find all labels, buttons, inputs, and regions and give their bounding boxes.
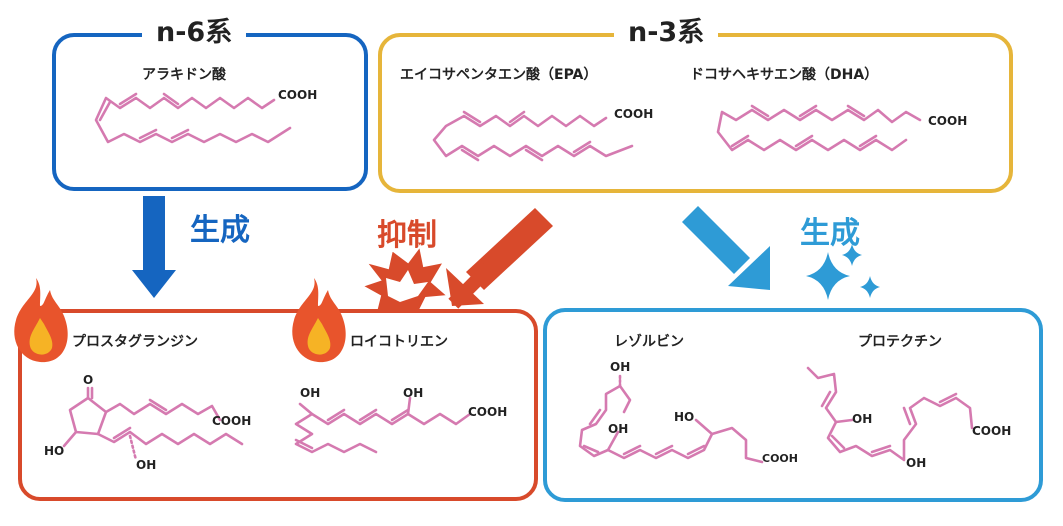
protectin-label: プロテクチン xyxy=(858,334,942,350)
prostaglandin-label: プロスタグランジン xyxy=(72,334,198,350)
prostaglandin-ho: HO xyxy=(44,444,65,458)
resolvin-oh-left: OH xyxy=(608,422,629,436)
n6-produce-label: 生成 xyxy=(190,213,250,248)
resolvin-oh-top: OH xyxy=(610,360,631,374)
prostaglandin-cooh: COOH xyxy=(212,414,252,428)
resolvin-cooh: COOH xyxy=(762,452,798,465)
arachidonic-acid-cooh: COOH xyxy=(278,88,318,102)
dha-cooh: COOH xyxy=(928,114,968,128)
resolvin-label: レゾルビン xyxy=(614,334,684,350)
protectin-oh-1: OH xyxy=(852,412,873,426)
suppress-label: 抑制 xyxy=(377,218,437,253)
leukotriene-label: ロイコトリエン xyxy=(350,334,448,350)
n3-group-title: n-3系 xyxy=(614,16,719,50)
arachidonic-acid-label: アラキドン酸 xyxy=(142,67,226,83)
n6-group-title: n-6系 xyxy=(142,16,247,50)
dha-label: ドコサヘキサエン酸（DHA） xyxy=(690,67,879,83)
resolvin-ho: HO xyxy=(674,410,695,424)
prostaglandin-oh: OH xyxy=(136,458,157,472)
leukotriene-oh-2: OH xyxy=(403,386,424,400)
n3-produce-label: 生成 xyxy=(800,216,860,251)
leukotriene-cooh: COOH xyxy=(468,405,508,419)
protectin-cooh: COOH xyxy=(972,424,1012,438)
prostaglandin-o: O xyxy=(83,373,94,387)
epa-label: エイコサペンタエン酸（EPA） xyxy=(400,67,598,83)
epa-cooh: COOH xyxy=(614,107,654,121)
inflammatory-box xyxy=(18,309,538,501)
protectin-oh-2: OH xyxy=(906,456,927,470)
leukotriene-oh-1: OH xyxy=(300,386,321,400)
